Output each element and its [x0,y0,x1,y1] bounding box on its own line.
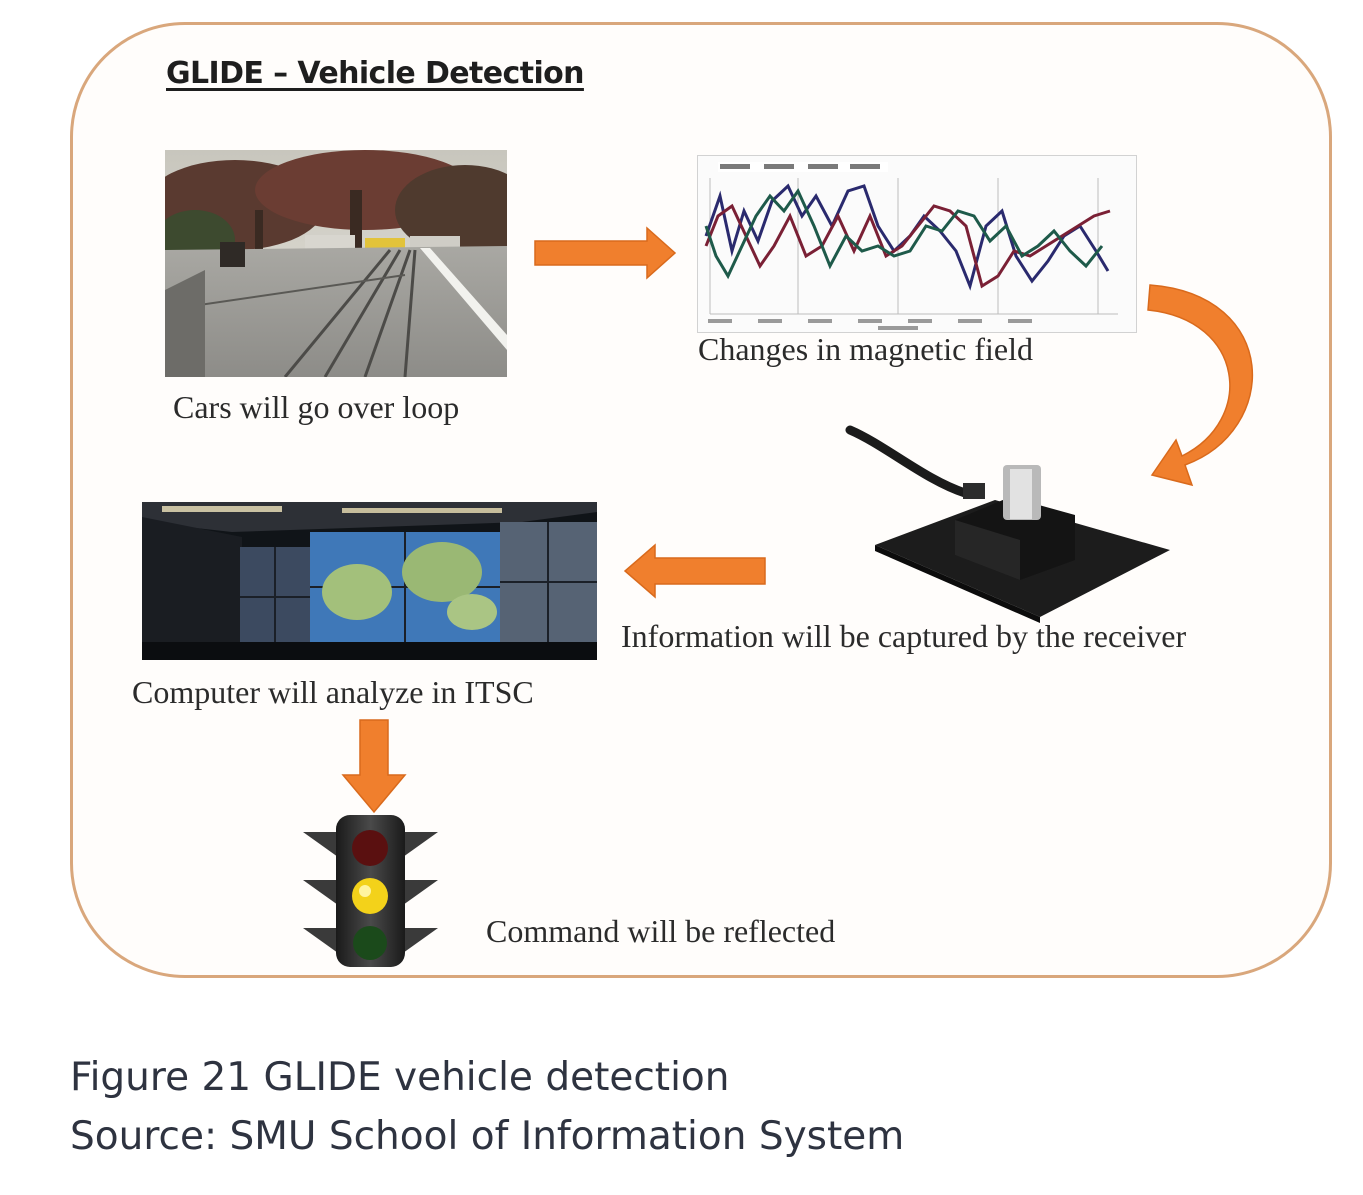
itsc-control-room-photo [142,502,597,660]
label-receiver: Information will be captured by the rece… [621,618,1187,654]
label-command: Command will be reflected [486,913,836,949]
figure-source: Source: SMU School of Information System [70,1114,905,1159]
arrow-curved-down [1147,284,1254,487]
arrow-down [341,719,407,814]
receiver-device [845,425,1175,625]
road-photo [165,150,507,377]
figure-caption: Figure 21 GLIDE vehicle detection [70,1055,730,1100]
magnetic-field-graph [697,155,1137,333]
diagram-title: GLIDE – Vehicle Detection [166,56,585,91]
arrow-right [534,226,677,280]
label-magnetic: Changes in magnetic field [698,331,1034,367]
traffic-light-icon [303,812,438,970]
label-computer: Computer will analyze in ITSC [132,674,534,710]
arrow-left [623,543,766,599]
label-cars: Cars will go over loop [173,389,460,425]
